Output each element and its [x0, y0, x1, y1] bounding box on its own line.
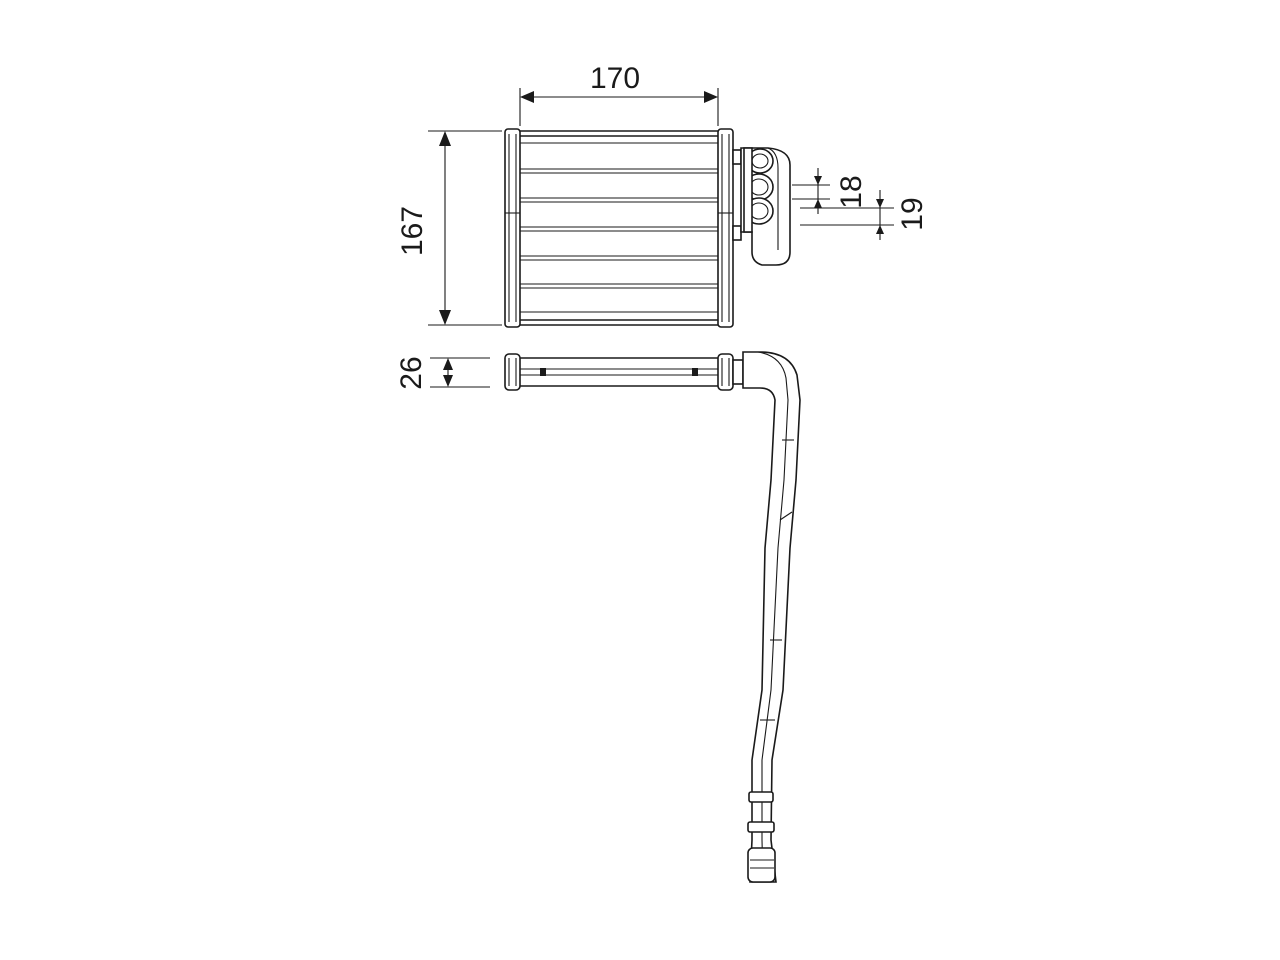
dim-pipe-upper-label: 18 — [835, 175, 868, 208]
outlet-pipe — [742, 351, 801, 883]
dim-width: 170 — [519, 62, 719, 126]
top-view — [504, 353, 744, 391]
dim-width-label: 170 — [590, 62, 640, 95]
dim-pipe-lower: 19 — [800, 190, 929, 240]
pipe-connectors — [740, 147, 791, 266]
dim-height: 167 — [396, 130, 502, 326]
front-view — [504, 128, 791, 328]
dim-depth: 26 — [395, 356, 490, 390]
dim-pipe-lower-label: 19 — [896, 197, 929, 230]
right-tank — [717, 128, 734, 328]
dim-height-label: 167 — [396, 206, 429, 256]
left-tank — [504, 128, 521, 328]
dim-pipe-upper: 18 — [792, 168, 868, 214]
core-fins — [520, 142, 718, 313]
dim-depth-label: 26 — [395, 356, 428, 389]
